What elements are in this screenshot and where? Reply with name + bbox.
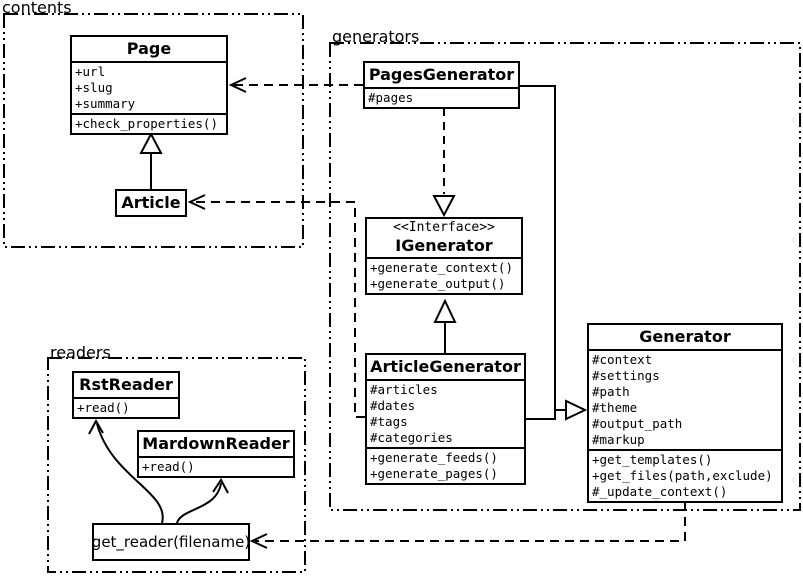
class-igenerator-methods: +generate_context() +generate_output() — [367, 257, 521, 293]
method: +generate_context() — [370, 260, 513, 275]
attribute: +url — [75, 64, 106, 79]
package-border-readers — [47, 357, 306, 573]
class-pagesgenerator-attributes: #pages — [365, 87, 518, 107]
class-igenerator: <<Interface>> IGenerator +generate_conte… — [365, 217, 523, 295]
generalization-line-pagesgenerator-generator — [520, 85, 566, 411]
attribute: #settings — [592, 368, 660, 383]
dependency-line-generator-getreader — [255, 502, 686, 542]
package-label-generators: generators — [332, 27, 420, 46]
method: #_update_context() — [592, 484, 728, 499]
class-articlegenerator: ArticleGenerator #articles #dates #tags … — [365, 353, 526, 485]
method: +get_templates() — [592, 452, 713, 467]
class-page: Page +url +slug +summary +check_properti… — [70, 35, 228, 135]
class-generator-methods: +get_templates() +get_files(path,exclude… — [589, 449, 781, 501]
open-arrowhead-icon — [187, 194, 206, 210]
class-articlegenerator-attributes: #articles #dates #tags #categories — [367, 379, 524, 447]
package-label-contents: contents — [2, 0, 72, 17]
class-rstreader-methods: +read() — [74, 397, 178, 417]
class-igenerator-header: <<Interface>> IGenerator — [367, 219, 521, 257]
attribute: #theme — [592, 400, 638, 415]
attribute: #articles — [370, 382, 438, 397]
class-pagesgenerator: PagesGenerator #pages — [363, 61, 520, 109]
attribute: #categories — [370, 430, 453, 445]
generalization-line-articlegenerator-generator — [526, 410, 556, 420]
class-igenerator-title: IGenerator — [395, 236, 493, 255]
open-arrowhead-icon — [249, 533, 268, 549]
class-generator-attributes: #context #settings #path #theme #output_… — [589, 349, 781, 449]
arrow-getreader-rstreader — [96, 423, 164, 524]
attribute: #context — [592, 352, 653, 367]
class-rstreader: RstReader +read() — [72, 371, 180, 419]
function-box-get-reader: get_reader(filename) — [92, 523, 250, 561]
class-markdownreader-title: MardownReader — [142, 434, 290, 453]
get-reader-label: get_reader(filename) — [91, 533, 251, 551]
attribute: +slug — [75, 80, 113, 95]
attribute: #dates — [370, 398, 416, 413]
open-arrowhead-icon — [228, 77, 247, 93]
method: +generate_feeds() — [370, 450, 498, 465]
class-page-methods: +check_properties() — [72, 113, 226, 133]
class-generator: Generator #context #settings #path #them… — [587, 323, 783, 503]
class-generator-title: Generator — [639, 327, 731, 346]
attribute: +summary — [75, 96, 136, 111]
package-label-readers: readers — [50, 343, 111, 362]
method: +check_properties() — [75, 116, 218, 131]
method: +read() — [142, 459, 195, 474]
attribute: #output_path — [592, 416, 683, 431]
class-markdownreader-methods: +read() — [139, 456, 293, 476]
attribute: #pages — [368, 90, 414, 105]
method: +generate_pages() — [370, 466, 498, 481]
class-pagesgenerator-title: PagesGenerator — [368, 65, 515, 84]
class-markdownreader: MardownReader +read() — [137, 430, 295, 478]
class-page-attributes: +url +slug +summary — [72, 61, 226, 113]
package-border-contents — [3, 13, 304, 248]
inheritance-triangle-icon — [433, 298, 457, 323]
class-page-title: Page — [126, 39, 172, 58]
inheritance-triangle-icon — [139, 131, 163, 154]
attribute: #markup — [592, 432, 645, 447]
method: +read() — [77, 400, 130, 415]
open-arrowhead-icon — [212, 478, 229, 494]
class-articlegenerator-title: ArticleGenerator — [370, 357, 521, 376]
arrow-getreader-markdownreader — [176, 482, 222, 524]
interface-stereotype: <<Interface>> — [393, 220, 495, 235]
dependency-line-articlegenerator-article — [193, 201, 365, 418]
class-article-title: Article — [121, 193, 181, 212]
class-article: Article — [115, 189, 187, 217]
attribute: #tags — [370, 414, 408, 429]
attribute: #path — [592, 384, 630, 399]
method: +generate_output() — [370, 276, 506, 291]
open-arrowhead-icon — [88, 418, 104, 435]
class-rstreader-title: RstReader — [79, 375, 173, 394]
inheritance-triangle-icon — [565, 399, 588, 421]
method: +get_files(path,exclude) — [592, 468, 773, 483]
package-border-generators — [329, 42, 801, 511]
inheritance-triangle-icon — [432, 195, 456, 218]
class-articlegenerator-methods: +generate_feeds() +generate_pages() — [367, 447, 524, 483]
